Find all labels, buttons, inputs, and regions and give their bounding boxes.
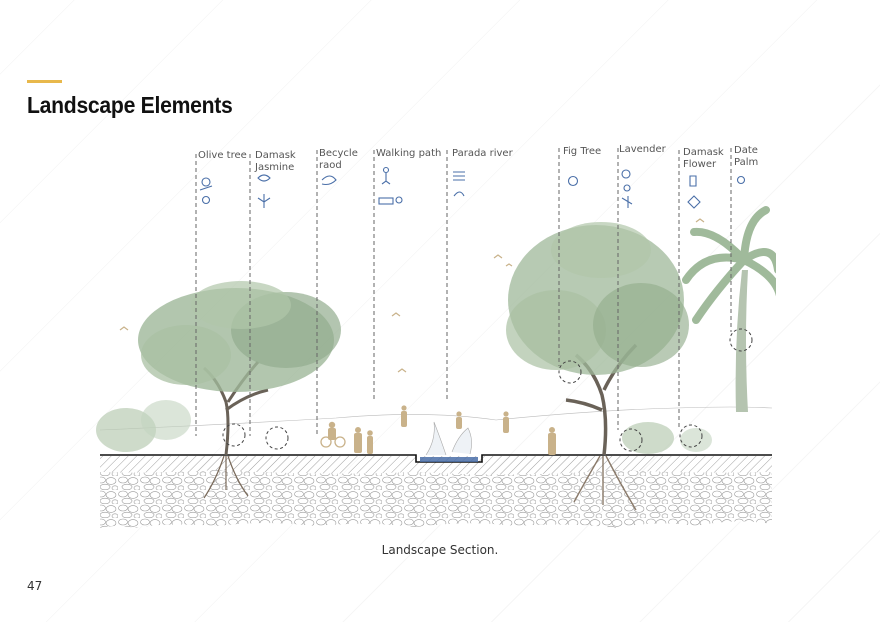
birds xyxy=(119,218,705,373)
fig-tree xyxy=(506,222,689,511)
date-palm-icon xyxy=(736,175,746,185)
stone-layer xyxy=(100,470,772,528)
lavender-icon xyxy=(621,169,633,208)
background-shrub xyxy=(96,408,156,452)
bicycle-icon xyxy=(321,175,337,186)
olive-tree xyxy=(138,281,341,499)
fig-icon xyxy=(567,175,579,187)
river-bank-left xyxy=(425,421,447,456)
label-date-palm: Date Palm xyxy=(734,145,759,168)
date-palm xyxy=(682,206,776,412)
olive-icon xyxy=(199,177,213,205)
label-lavender: Lavender xyxy=(619,144,666,155)
damask-flower-shrub xyxy=(680,428,712,452)
label-parada-river: Parada river xyxy=(452,148,513,159)
damask-flower-icon xyxy=(687,175,701,209)
page-title: Landscape Elements xyxy=(27,92,233,118)
label-olive-tree: Olive tree xyxy=(198,150,247,161)
focus-circles xyxy=(222,328,753,452)
title-accent-bar xyxy=(27,80,62,83)
label-walking-path: Walking path xyxy=(376,148,442,159)
label-damask-jasmine: Damask Jasmine xyxy=(255,150,296,173)
background-shrub xyxy=(141,400,191,440)
landscape-section-drawing xyxy=(96,148,776,528)
soil-hatch-layer xyxy=(100,456,772,475)
label-damask-flower: Damask Flower xyxy=(683,147,724,170)
label-becycle-raod: Becycle raod xyxy=(319,148,358,171)
figure-caption: Landscape Section. xyxy=(381,543,499,557)
damask-flower-shrub xyxy=(622,422,674,454)
label-fig-tree: Fig Tree xyxy=(563,146,602,157)
page-number: 47 xyxy=(27,579,43,593)
element-icons xyxy=(199,166,746,209)
river-water xyxy=(420,457,478,462)
people-figures xyxy=(320,405,556,455)
river-icon xyxy=(453,171,465,197)
river-bank-right xyxy=(451,427,472,455)
leader-lines xyxy=(195,148,732,436)
walking-icon xyxy=(378,166,403,205)
jasmine-icon xyxy=(257,174,271,208)
